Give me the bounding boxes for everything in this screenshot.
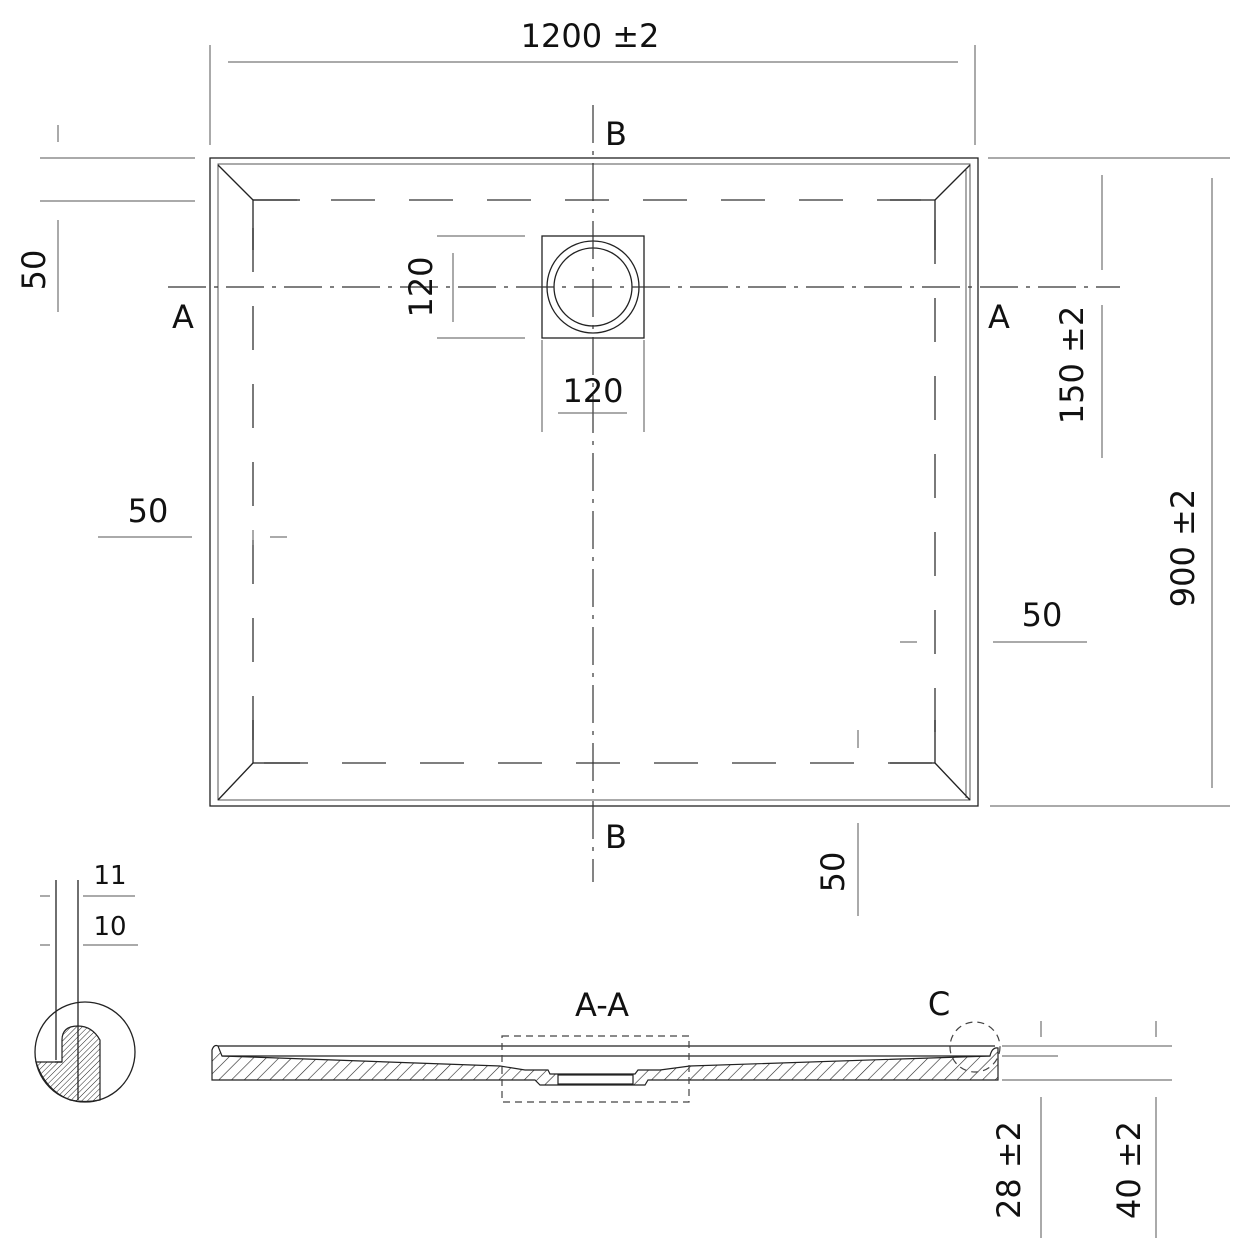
depth-dimension: 900 ±2: [1164, 489, 1202, 607]
tray-outline: [209, 157, 979, 807]
tray-rim-line: [217, 163, 971, 801]
section-title: A-A: [575, 986, 629, 1024]
detail-c-view: 11 10: [34, 861, 138, 1103]
dimensions: 1200 ±2 50 120 120 150 ±2 900 ±2 50: [15, 17, 1230, 916]
detail-c-marker: C: [928, 985, 950, 1023]
section-marker-a-left: A: [172, 298, 194, 336]
section-marker-b-bottom: B: [605, 818, 627, 856]
detail-dimension-top: 11: [93, 861, 126, 891]
inner-height-dimension: 28 ±2: [990, 1121, 1028, 1219]
tray-floor-outline: [252, 199, 936, 764]
rim-right-dimension: 50: [1022, 596, 1063, 634]
drain-offset-dimension: 150 ±2: [1053, 306, 1091, 424]
rim-bottom-dimension: 50: [814, 852, 852, 893]
detail-c-circle: [949, 1021, 1001, 1073]
section-a-a-view: A-A C 28 ±2 40 ±2: [211, 985, 1172, 1238]
rim-left-dimension: 50: [128, 492, 169, 530]
section-marker-a-right: A: [988, 298, 1010, 336]
detail-dimension-bottom: 10: [93, 912, 126, 942]
width-dimension: 1200 ±2: [521, 17, 660, 55]
total-height-dimension: 40 ±2: [1110, 1121, 1148, 1219]
plan-view: B B A A: [168, 105, 1120, 882]
section-marker-b-top: B: [605, 115, 627, 153]
drain-width-dimension: 120: [562, 372, 623, 410]
drain-opening: [557, 1074, 634, 1085]
section-profile-hatch: [211, 1044, 999, 1086]
detail-section-hatch: [35, 1025, 101, 1103]
drain-detail-box: [501, 1035, 690, 1103]
rim-top-dimension: 50: [15, 250, 53, 291]
drain-height-dimension: 120: [402, 256, 440, 317]
